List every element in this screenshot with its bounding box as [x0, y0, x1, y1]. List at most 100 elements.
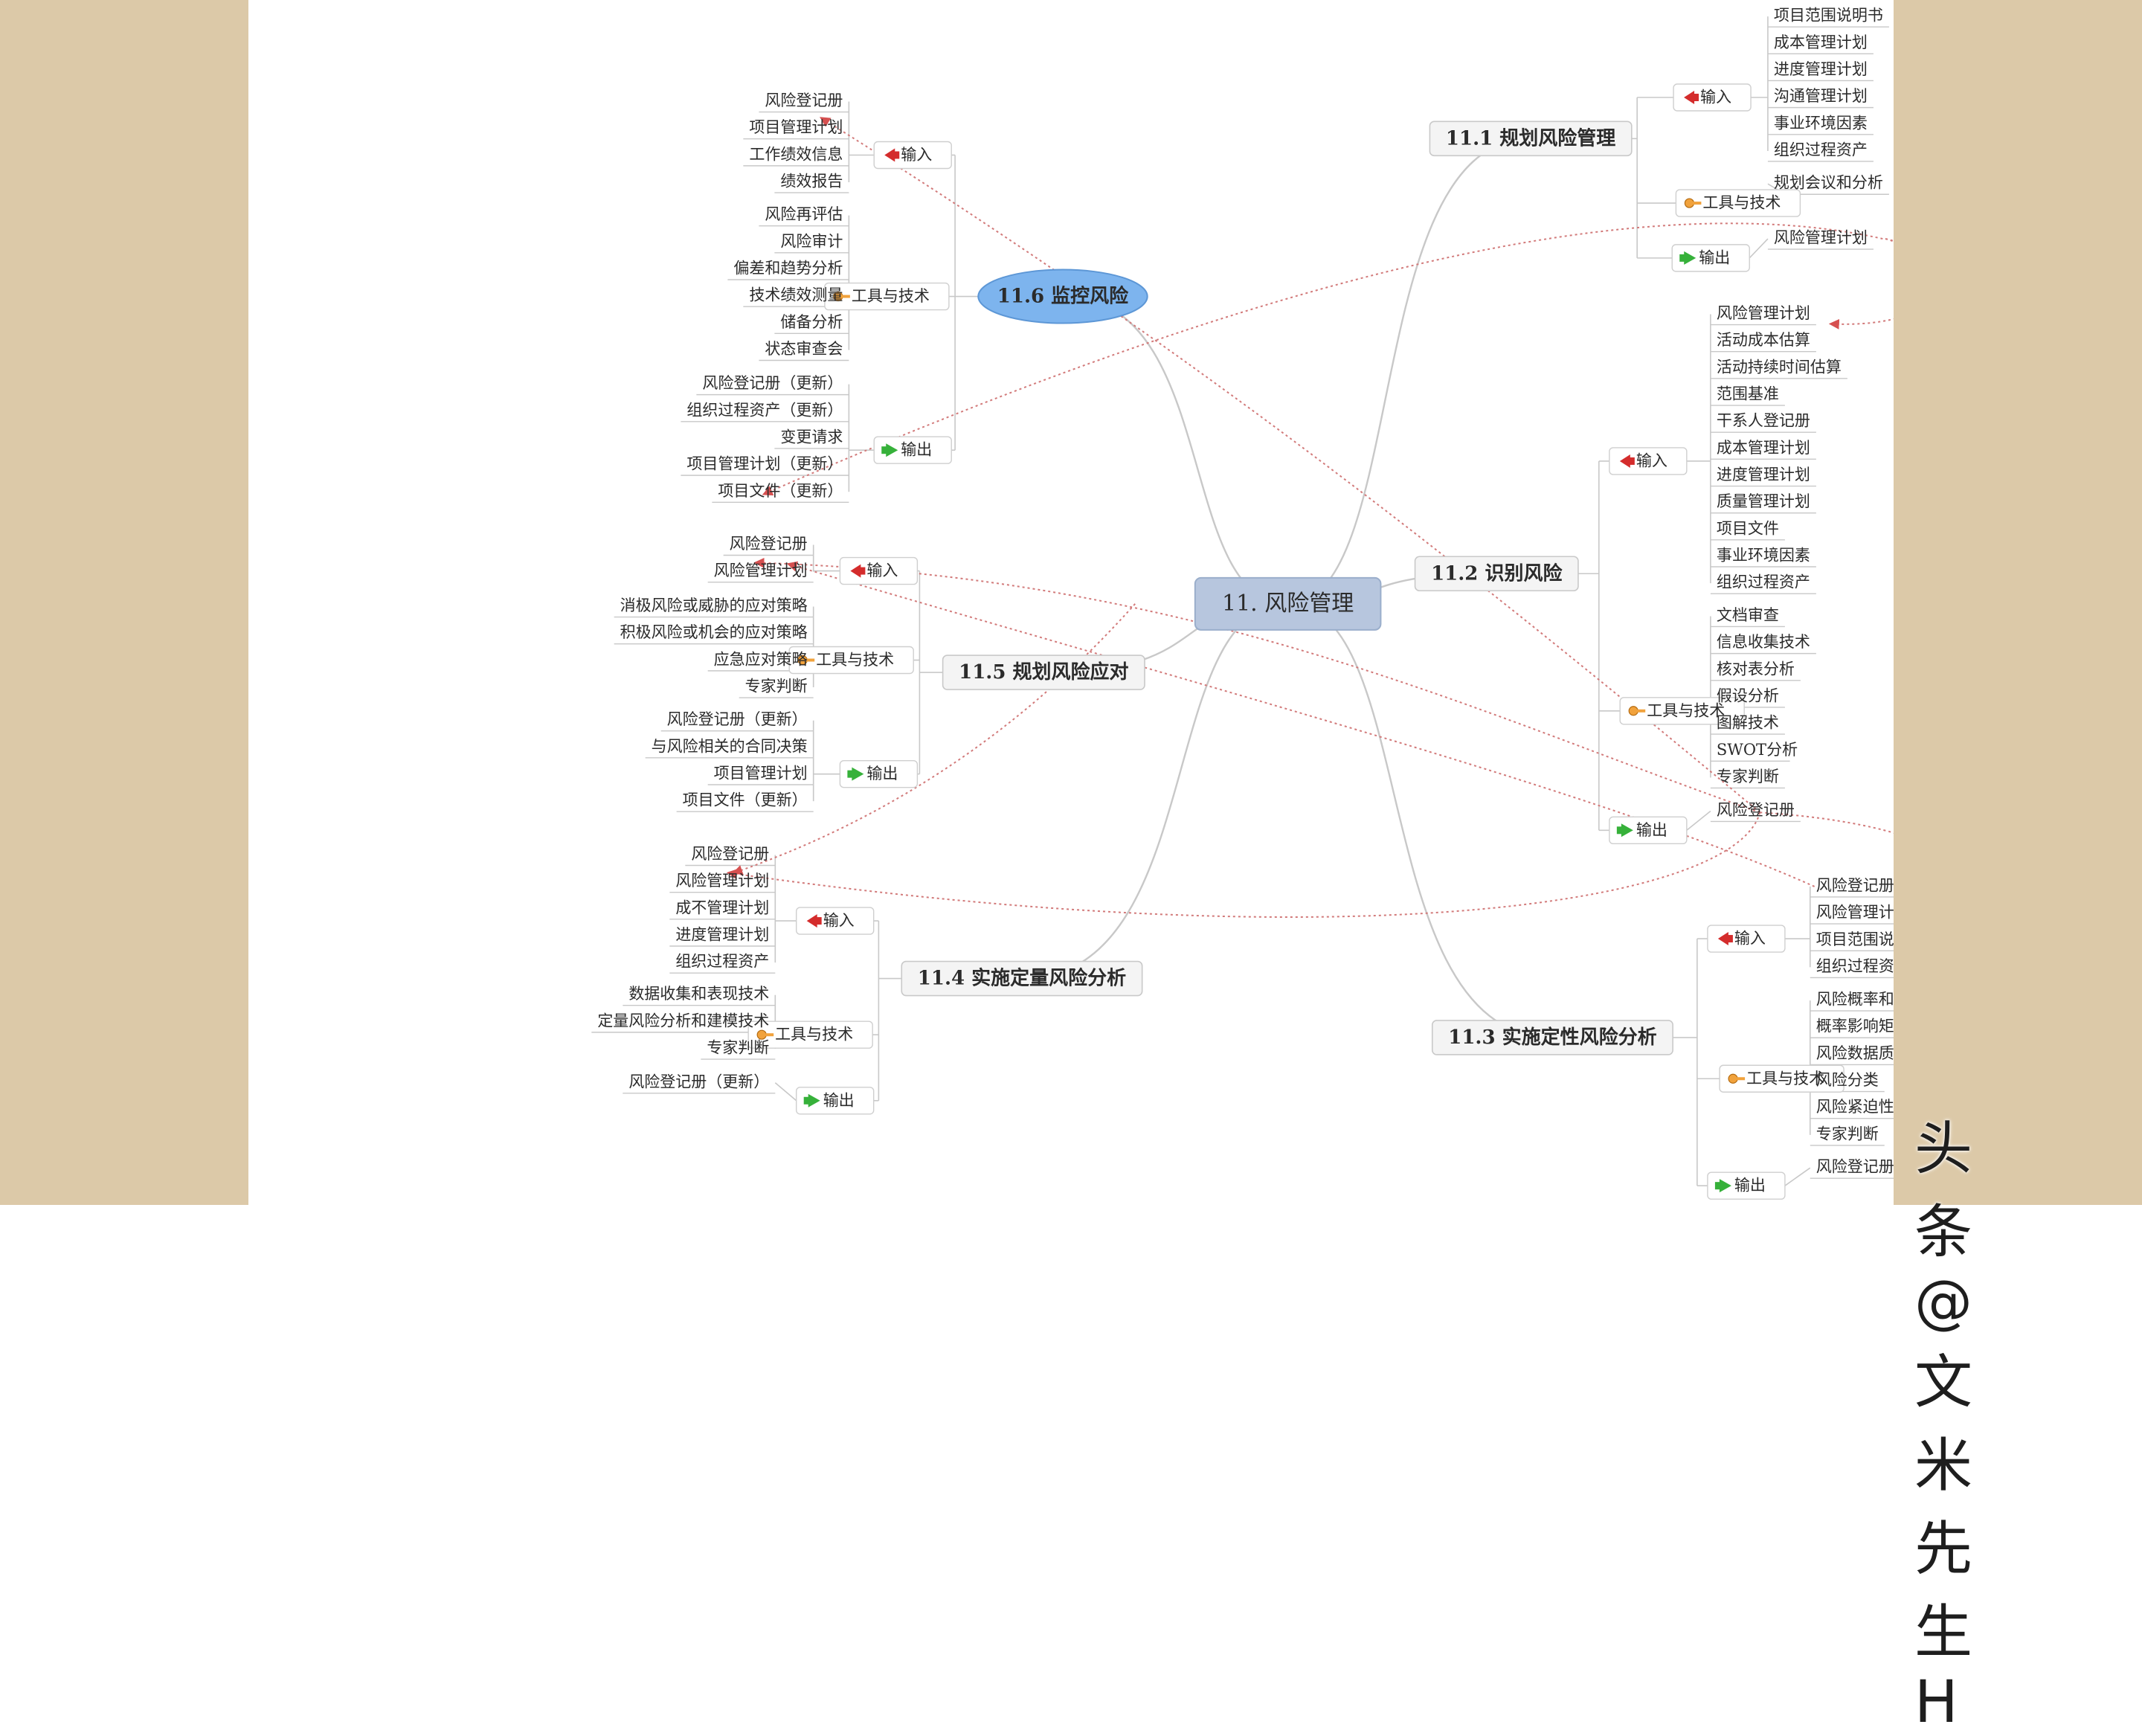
item-label: 组织过程资产（更新） — [686, 401, 843, 419]
green-arrow-icon — [847, 767, 864, 781]
group-box-input[interactable] — [795, 907, 875, 935]
item-label: 组织过程资产 — [1717, 573, 1810, 591]
item-label: 进度管理计划 — [1774, 60, 1868, 78]
key-icon — [1728, 1073, 1746, 1084]
item-label: 成不管理计划 — [675, 898, 769, 916]
item-label: SWOT分析 — [1717, 741, 1798, 759]
item-label: 与风险相关的合同决策 — [652, 737, 808, 755]
red-arrow-icon — [806, 914, 822, 928]
connector-line — [1784, 1167, 1811, 1186]
item-label: 风险登记册（更新） — [1816, 1158, 1894, 1176]
group-label-input: 输入 — [901, 146, 932, 164]
item-label: 状态审查会 — [765, 340, 843, 358]
process-node-p1[interactable] — [1429, 120, 1633, 157]
item-label: 消极风险或威胁的应对策略 — [620, 597, 808, 614]
group-box-output[interactable] — [1707, 1171, 1786, 1200]
group-box-tool[interactable] — [1619, 697, 1745, 725]
item-label: 风险管理计划 — [675, 872, 769, 890]
red-arrow-icon — [884, 148, 900, 162]
item-label: 专家判断 — [745, 678, 808, 695]
item-label: 储备分析 — [780, 313, 843, 331]
group-label-tool: 工具与技术 — [816, 651, 894, 669]
group-box-input[interactable] — [839, 556, 919, 585]
group-label-input: 输入 — [823, 912, 855, 930]
group-box-input[interactable] — [873, 141, 952, 170]
item-label: 风险再评估 — [765, 205, 843, 223]
group-label-tool: 工具与技术 — [852, 287, 930, 305]
group-label-output: 输出 — [823, 1091, 855, 1109]
item-label: 项目管理计划 — [714, 765, 808, 782]
group-label-tool: 工具与技术 — [1647, 701, 1725, 719]
group-label-output: 输出 — [1734, 1177, 1766, 1195]
group-box-input[interactable] — [1609, 447, 1688, 475]
group-box-output[interactable] — [795, 1087, 875, 1115]
item-label: 范围基准 — [1717, 385, 1779, 403]
process-node-p5[interactable] — [942, 655, 1145, 690]
group-box-tool[interactable] — [824, 282, 950, 311]
green-arrow-icon — [1616, 823, 1633, 838]
item-label: 专家判断 — [1816, 1125, 1879, 1142]
process-title-p5: 11.5 规划风险应对 — [959, 660, 1128, 684]
group-box-output[interactable] — [1609, 816, 1688, 844]
item-label: 图解技术 — [1717, 714, 1779, 732]
process-title-p4: 11.4 实施定量风险分析 — [918, 967, 1126, 990]
dotted-link-2 — [1760, 811, 1894, 834]
group-box-tool[interactable] — [747, 1020, 873, 1049]
item-label: 成本管理计划 — [1774, 33, 1868, 51]
group-box-output[interactable] — [873, 436, 952, 464]
group-box-output[interactable] — [1671, 244, 1750, 272]
item-label: 积极风险或机会的应对策略 — [620, 623, 808, 641]
group-box-output[interactable] — [839, 759, 919, 788]
green-arrow-icon — [803, 1093, 820, 1107]
key-icon — [756, 1029, 774, 1040]
green-arrow-icon — [881, 443, 898, 457]
dotted-link-5 — [819, 117, 1760, 814]
group-box-tool[interactable] — [788, 646, 914, 675]
group-box-tool[interactable] — [1719, 1064, 1844, 1093]
item-label: 风险管理计划 — [1816, 904, 1894, 922]
watermark-text: 头条 @文米先生H — [1914, 1116, 1974, 1736]
left-frame-band — [0, 0, 248, 1205]
group-box-input[interactable] — [1707, 925, 1786, 953]
item-label: 风险登记册（更新） — [628, 1073, 769, 1090]
item-label: 风险数据质量评估 — [1816, 1044, 1894, 1062]
item-label: 技术绩效测量 — [749, 286, 843, 304]
item-label: 风险分类 — [1816, 1071, 1879, 1089]
dotted-link-1 — [1885, 238, 1894, 242]
group-label-output: 输出 — [1699, 248, 1730, 266]
item-label: 规划会议和分析 — [1774, 174, 1883, 192]
item-label: 风险紧迫性评估 — [1816, 1098, 1894, 1116]
item-label: 风险登记册 — [691, 845, 769, 863]
item-label: 事业环境因素 — [1717, 547, 1810, 565]
process-node-p3[interactable] — [1431, 1020, 1673, 1055]
red-arrow-icon — [850, 564, 866, 578]
item-label: 干系人登记册 — [1717, 412, 1810, 430]
item-label: 绩效报告 — [780, 173, 843, 190]
item-label: 活动持续时间估算 — [1717, 358, 1842, 376]
dotted-link-0 — [1828, 238, 1894, 329]
process-node-p2[interactable] — [1414, 556, 1579, 592]
item-label: 假设分析 — [1717, 687, 1779, 704]
process-node-p4[interactable] — [901, 960, 1143, 997]
item-label: 数据收集和表现技术 — [628, 985, 769, 1003]
process-node-p6[interactable] — [977, 269, 1148, 324]
item-label: 项目管理计划 — [749, 118, 843, 136]
group-label-input: 输入 — [1700, 89, 1731, 106]
root-node-label: 11. 风险管理 — [1222, 591, 1354, 617]
root-node[interactable] — [1194, 576, 1382, 631]
group-label-output: 输出 — [866, 765, 898, 782]
process-title-p3: 11.3 实施定性风险分析 — [1448, 1026, 1656, 1049]
group-box-tool[interactable] — [1675, 189, 1801, 217]
item-label: 文档审查 — [1717, 606, 1779, 624]
item-label: 事业环境因素 — [1774, 114, 1868, 132]
item-label: 组织过程资产 — [1816, 957, 1894, 975]
item-label: 风险登记册 — [1816, 876, 1894, 894]
group-box-input[interactable] — [1673, 83, 1752, 112]
item-label: 组织过程资产 — [675, 953, 769, 971]
item-label: 变更请求 — [780, 428, 843, 446]
group-label-tool: 工具与技术 — [1746, 1070, 1824, 1087]
item-label: 风险登记册（更新） — [702, 374, 843, 392]
key-icon — [797, 655, 815, 666]
group-label-tool: 工具与技术 — [775, 1026, 853, 1044]
